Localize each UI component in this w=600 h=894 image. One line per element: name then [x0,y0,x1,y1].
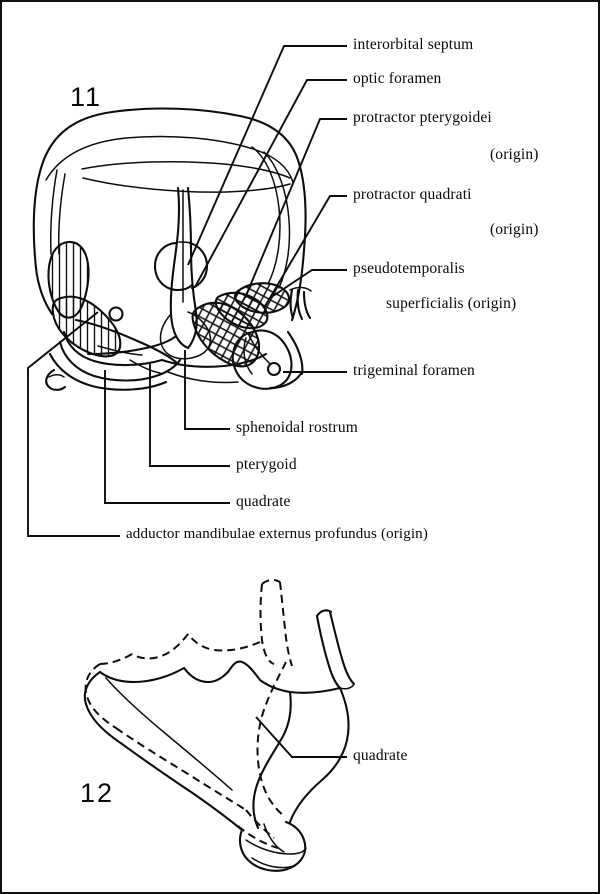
quadrate-outline [83,609,356,872]
label-interorbital-septum: interorbital septum [353,36,474,53]
label-protractor-quadrati: protractor quadrati [353,186,472,203]
optic-foramen [153,241,209,292]
label-pseudotemporalis: pseudotemporalis [353,260,465,277]
cranium-outline [32,107,307,322]
figure-11-drawing [27,45,347,537]
quadrate-hidden-edges [84,578,293,849]
label-protractor-quadrati-origin: (origin) [490,221,539,238]
figure-12-drawing [83,578,356,872]
label-sphenoidal-rostrum: sphenoidal rostrum [236,419,358,436]
label-adductor-mandibulae-externus-profundus: adductor mandibulae externus profundus (… [126,526,428,542]
label-trigeminal-foramen: trigeminal foramen [353,362,475,379]
trigeminal-foramen [247,332,282,377]
right-palatal-complex [191,282,312,390]
label-quadrate: quadrate [236,493,291,510]
figure-11-number: 11 [70,82,103,112]
label-pterygoid: pterygoid [236,456,297,473]
label-protractor-pterygoidei-origin: (origin) [490,146,539,163]
basal-margin [160,352,268,384]
label-optic-foramen: optic foramen [353,70,442,87]
label-protractor-pterygoidei: protractor pterygoidei [353,109,492,126]
figure-12-number: 12 [80,778,115,808]
label-figure-12-quadrate: quadrate [353,747,408,764]
left-palatal-complex [45,240,182,391]
figure-12-leaders [255,716,347,758]
label-pseudotemporalis-superficialis: superficialis (origin) [386,295,517,312]
figure-11-leaders [27,45,347,537]
